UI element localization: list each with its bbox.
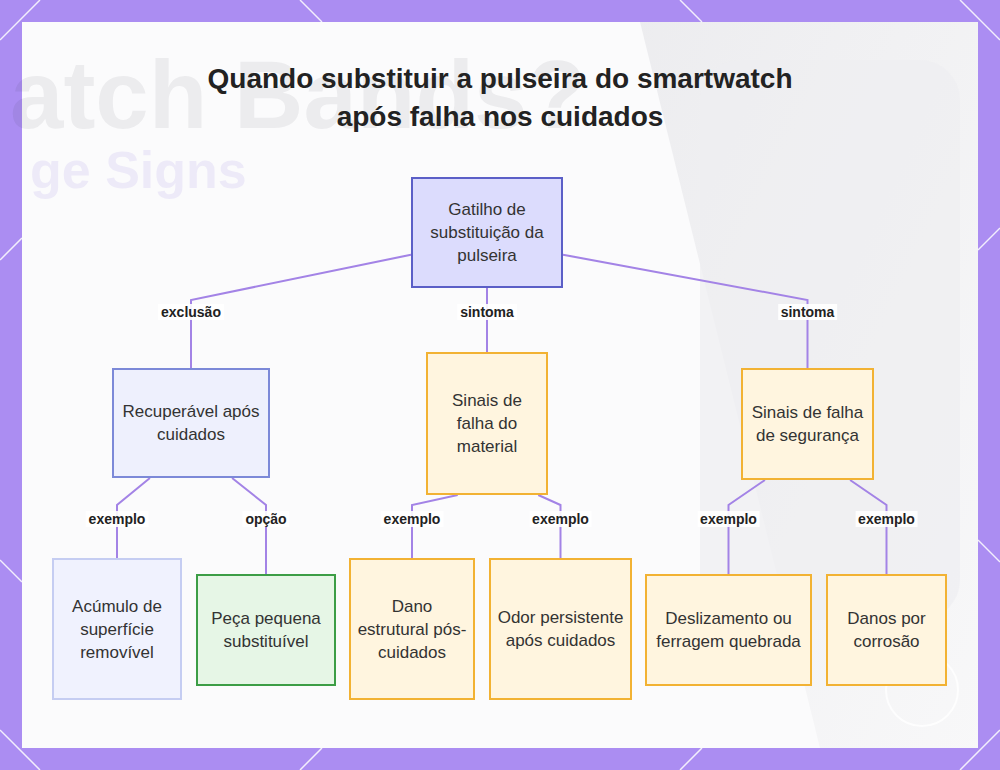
node-label: Dano estrutural pós-cuidados xyxy=(357,595,467,664)
connector-label: exemplo xyxy=(697,511,760,527)
node-label: Sinais de falha de segurança xyxy=(749,401,866,447)
category-box: Sinais de falha do material xyxy=(426,352,548,495)
watermark-text: atch Bands? xyxy=(10,40,586,150)
example-box: Dano estrutural pós-cuidados xyxy=(349,558,475,700)
node-label: Gatilho de substituição da pulseira xyxy=(419,198,555,267)
connector-label: opção xyxy=(242,511,289,527)
connector-label: exclusão xyxy=(158,304,224,320)
watermark-text: ge Signs xyxy=(30,140,247,200)
node-label: Deslizamento ou ferragem quebrada xyxy=(653,607,804,653)
node-label: Peça pequena substituível xyxy=(204,607,328,653)
node-label: Sinais de falha do material xyxy=(434,389,540,458)
faded-device-photo xyxy=(640,22,978,748)
node-label: Danos por corrosão xyxy=(834,607,939,653)
connector-label: exemplo xyxy=(86,511,149,527)
connector-label: sintoma xyxy=(778,304,838,320)
connector-label: exemplo xyxy=(855,511,918,527)
connector-label: sintoma xyxy=(457,304,517,320)
node-label: Recuperável após cuidados xyxy=(120,400,262,446)
node-label: Acúmulo de superfície removível xyxy=(60,595,174,664)
connector-label: exemplo xyxy=(381,511,444,527)
example-box: Danos por corrosão xyxy=(826,574,947,686)
connector-label: exemplo xyxy=(529,511,592,527)
root-trigger-box: Gatilho de substituição da pulseira xyxy=(411,177,563,288)
connector-line xyxy=(729,480,765,574)
diagram-title: Quando substituir a pulseira do smartwat… xyxy=(190,60,810,136)
option-box: Peça pequena substituível xyxy=(196,574,336,686)
node-label: Odor persistente após cuidados xyxy=(497,606,624,652)
connector-line xyxy=(486,288,488,352)
category-box: Sinais de falha de segurança xyxy=(741,368,874,480)
example-box: Acúmulo de superfície removível xyxy=(52,558,182,700)
category-box: Recuperável após cuidados xyxy=(112,368,270,478)
example-box: Odor persistente após cuidados xyxy=(489,558,632,700)
example-box: Deslizamento ou ferragem quebrada xyxy=(645,574,812,686)
connector-line xyxy=(850,480,886,574)
connector-line xyxy=(563,255,808,368)
connector-line xyxy=(191,255,411,368)
faded-device-shape xyxy=(700,60,960,620)
